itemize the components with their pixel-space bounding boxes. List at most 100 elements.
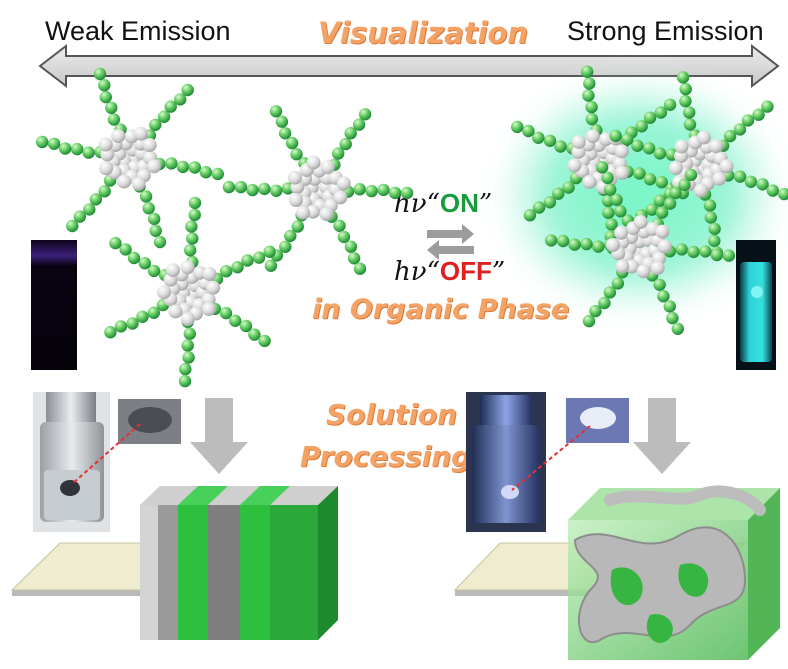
micelle-0-corona-bead bbox=[105, 101, 118, 115]
micelle-4-core-bead bbox=[712, 171, 727, 186]
micelle-4-corona-bead bbox=[609, 129, 622, 143]
micelle-3-corona-bead bbox=[635, 120, 648, 133]
micelle-0-corona-bead bbox=[98, 185, 111, 198]
micelle-4-corona-bead bbox=[708, 222, 721, 236]
micelle-1-core-bead bbox=[296, 205, 311, 220]
micelle-0-core-bead bbox=[131, 176, 146, 191]
micelle-1-corona-bead bbox=[344, 240, 358, 253]
micelle-1-core-bead bbox=[333, 190, 348, 205]
micelle-4-corona-bead bbox=[621, 133, 634, 146]
micelle-0-corona-bead bbox=[148, 212, 161, 226]
micelle-5-corona-bead bbox=[684, 168, 698, 182]
micelle-2-corona-bead bbox=[109, 236, 122, 250]
micelle-1-core-bead bbox=[320, 160, 335, 175]
micelle-1-corona-bead bbox=[333, 219, 346, 232]
micelle-1-corona-bead bbox=[377, 183, 390, 197]
micelle-2-core-bead bbox=[157, 285, 171, 300]
micelle-3-corona-bead bbox=[585, 100, 598, 114]
micelle-1-corona-bead bbox=[365, 184, 378, 198]
micelle-4-corona-bead bbox=[744, 175, 758, 188]
weak-emission-label: Weak Emission bbox=[45, 16, 231, 46]
micelle-1-corona-bead bbox=[222, 180, 236, 194]
micelle-1-corona-bead bbox=[284, 229, 297, 243]
micelle-3-corona-bead bbox=[583, 77, 596, 90]
micelle-3-corona-bead bbox=[532, 201, 546, 214]
micelle-2-core-bead bbox=[202, 266, 217, 281]
micelle-2-corona-bead bbox=[188, 196, 202, 210]
micelle-4-corona-bead bbox=[683, 118, 697, 131]
micelle-0-corona-bead bbox=[89, 193, 103, 206]
micelle-5-corona-bead bbox=[710, 248, 724, 262]
micelle-3-corona-bead bbox=[643, 173, 657, 186]
micelle-5-corona-bead bbox=[603, 286, 617, 299]
micelle-2-corona-bead bbox=[119, 243, 132, 256]
micelle-4-corona-bead bbox=[733, 170, 747, 183]
hv-off-label: hν“OFF” bbox=[394, 256, 506, 287]
micelle-4-corona-bead bbox=[676, 71, 690, 84]
micelle-2-corona-bead bbox=[252, 251, 266, 264]
micelle-1-corona-bead bbox=[352, 118, 366, 131]
micelle-5-corona-bead bbox=[678, 178, 691, 192]
micelle-0-corona-bead bbox=[188, 161, 201, 174]
micelle-4-core-bead bbox=[696, 130, 711, 145]
micelle-2-corona-bead bbox=[178, 374, 192, 388]
micelle-3-core-bead bbox=[571, 134, 586, 149]
micelle-4-corona-bead bbox=[679, 82, 692, 96]
network-cube bbox=[568, 485, 780, 660]
micelle-2-core-bead bbox=[201, 302, 216, 317]
dark-vial-photo bbox=[31, 240, 77, 370]
micelle-3-corona-bead bbox=[543, 196, 557, 209]
micelle-0-corona-bead bbox=[73, 210, 87, 223]
micelle-2-core-bead bbox=[180, 260, 195, 275]
micelle-4-corona-bead bbox=[752, 108, 765, 121]
micelle-1-core-bead bbox=[336, 176, 351, 191]
micelle-5-core-bead bbox=[615, 259, 630, 274]
micelle-4-corona-bead bbox=[741, 114, 755, 127]
micelle-1-corona-bead bbox=[337, 230, 351, 244]
micelle-5-corona-bead bbox=[722, 249, 736, 262]
micelle-1-corona-bead bbox=[290, 148, 303, 161]
micelle-5-core-bead bbox=[633, 215, 648, 229]
micelle-5-corona-bead bbox=[596, 161, 609, 174]
micelle-3-corona-bead bbox=[655, 176, 668, 189]
micelle-1-corona-bead bbox=[358, 108, 372, 121]
reverse-arrow bbox=[427, 240, 474, 260]
micelle-0-corona-bead bbox=[157, 110, 171, 123]
micelle-5-corona-bead bbox=[544, 234, 558, 247]
micelle-4-corona-bead bbox=[756, 178, 769, 191]
micelle-2-corona-bead bbox=[220, 265, 233, 278]
micelle-5-core-bead bbox=[657, 239, 672, 254]
micelle-0-corona-bead bbox=[165, 157, 178, 170]
micelle-5-corona-bead bbox=[687, 245, 700, 259]
micelle-3-corona-bead bbox=[511, 120, 524, 134]
micelle-0-corona-bead bbox=[153, 235, 167, 249]
micelle-3-corona-bead bbox=[581, 65, 594, 78]
micelle-2-core-bead bbox=[166, 263, 180, 278]
micelle-5-corona-bead bbox=[610, 193, 623, 206]
micelle-5-corona-bead bbox=[601, 171, 614, 185]
micelle-0-corona-bead bbox=[199, 166, 213, 179]
micelle-2-core-bead bbox=[180, 312, 195, 327]
micelle-3-corona-bead bbox=[552, 187, 565, 200]
micelle-0-core-bead bbox=[142, 138, 157, 152]
down-arrow-left bbox=[190, 398, 248, 474]
micelle-4-core-bead bbox=[668, 161, 683, 175]
micelle-4-core-bead bbox=[674, 139, 689, 154]
micelle-2-corona-bead bbox=[182, 351, 195, 364]
micelle-5-corona-bead bbox=[671, 322, 684, 335]
micelle-2-corona-bead bbox=[127, 251, 141, 265]
micelle-2-core-bead bbox=[168, 304, 183, 319]
micelle-1-corona-bead bbox=[339, 137, 352, 151]
micelle-2-corona-bead bbox=[188, 208, 201, 222]
forward-arrow bbox=[427, 224, 474, 244]
micelle-1-corona-bead bbox=[388, 186, 402, 200]
micelle-4-core-bead bbox=[693, 183, 708, 198]
micelle-0-corona-bead bbox=[107, 113, 121, 126]
emission-scale-arrow bbox=[38, 43, 780, 89]
micelle-5-corona-bead bbox=[669, 186, 682, 200]
micelle-5-corona-bead bbox=[663, 300, 676, 313]
micelle-0-core-bead bbox=[133, 126, 148, 141]
micelle-0-corona-bead bbox=[66, 219, 79, 233]
jar-photo-right bbox=[466, 392, 546, 532]
